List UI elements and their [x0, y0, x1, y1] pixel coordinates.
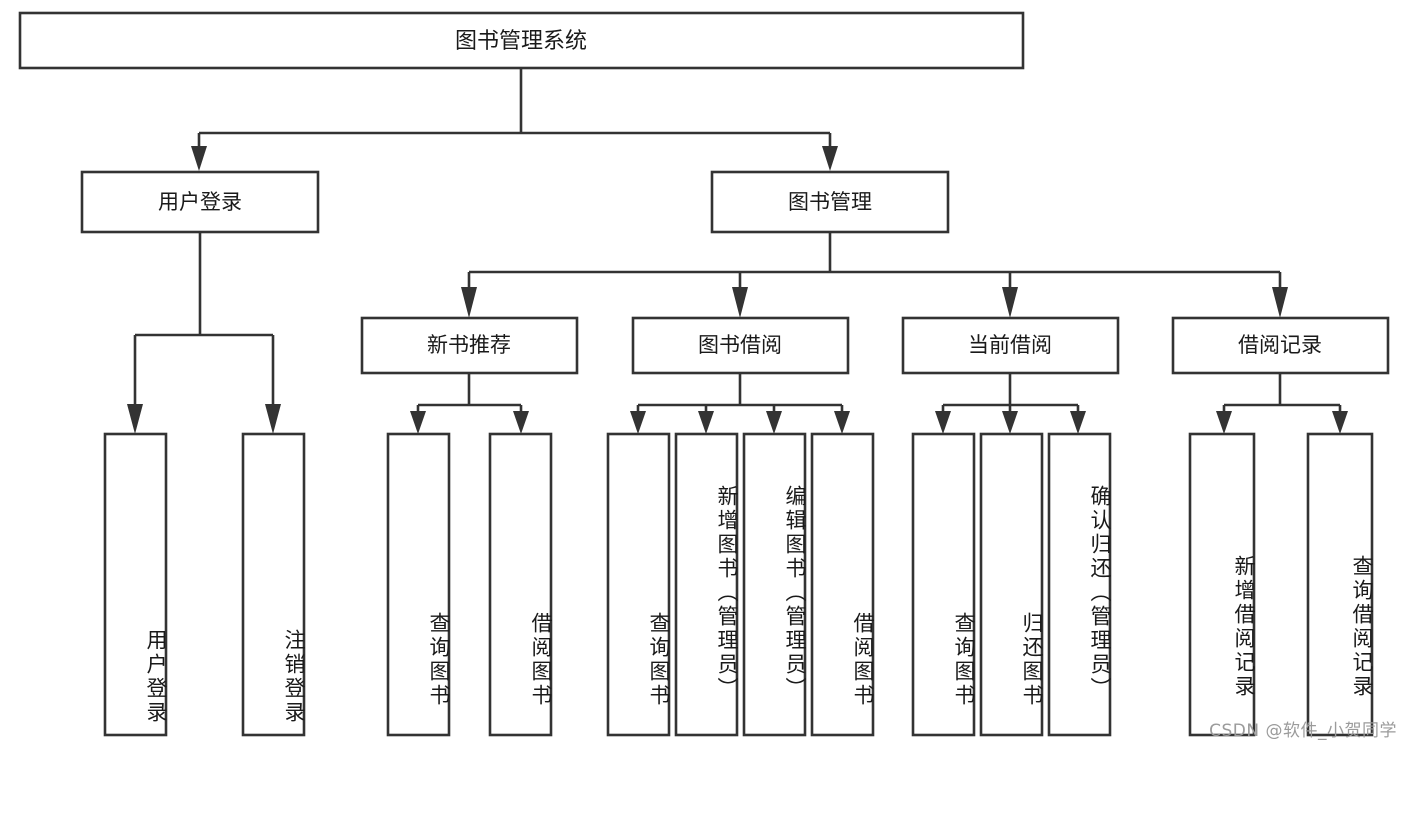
- leaf-box-query-book-a[interactable]: [386, 432, 451, 737]
- arrow-book-borrow: [732, 287, 748, 318]
- node-book-borrow[interactable]: 图书借阅: [631, 316, 850, 375]
- g2-arrow-1: [410, 411, 426, 434]
- leaf-box-add-borrow-record[interactable]: [1188, 432, 1256, 737]
- user-login-label: 用户登录: [158, 190, 242, 214]
- connector-group-borrow-record: [1216, 373, 1348, 434]
- leaf-node-add-borrow-record[interactable]: [1188, 432, 1256, 737]
- node-book-management[interactable]: 图书管理: [710, 170, 950, 234]
- book-management-box[interactable]: [710, 170, 950, 234]
- connector-root-to-level2: [191, 68, 838, 171]
- g2-arrow-2: [513, 411, 529, 434]
- leaf-box-user-login[interactable]: [103, 432, 168, 737]
- g4-arrow-2: [1002, 411, 1018, 434]
- leaf-node-logout[interactable]: [241, 432, 306, 737]
- borrow-record-box[interactable]: [1171, 316, 1390, 375]
- connector-group-user-login: [127, 232, 281, 434]
- leaf-node-return-book[interactable]: [979, 432, 1044, 737]
- leaf-node-confirm-return[interactable]: [1047, 432, 1112, 737]
- csdn-watermark: CSDN @软件_小贺同学: [1209, 721, 1397, 741]
- connector-group-new-book-recommend: [410, 373, 529, 434]
- g3-arrow-2: [698, 411, 714, 434]
- leaf-node-add-book[interactable]: [674, 432, 739, 737]
- g3-arrow-3: [766, 411, 782, 434]
- arrow-borrow-record: [1272, 287, 1288, 318]
- arrow-new-book-rec: [461, 287, 477, 318]
- connector-bookmgmt-to-level3: [461, 232, 1288, 318]
- node-borrow-record[interactable]: 借阅记录: [1171, 316, 1390, 375]
- leaf-box-confirm-return[interactable]: [1047, 432, 1112, 737]
- root-box[interactable]: [18, 11, 1025, 70]
- node-current-borrow[interactable]: 当前借阅: [901, 316, 1120, 375]
- g5-arrow-1: [1216, 411, 1232, 434]
- g1-arrow-2: [265, 404, 281, 434]
- g4-arrow-1: [935, 411, 951, 434]
- leaf-node-borrow-book-a[interactable]: [488, 432, 553, 737]
- leaf-node-borrow-book-b[interactable]: [810, 432, 875, 737]
- book-borrow-box[interactable]: [631, 316, 850, 375]
- root-label: 图书管理系统: [455, 29, 587, 54]
- flowchart-svg: 图书管理系统 用户登录 图书管理: [18, 11, 1390, 737]
- connector-group-book-borrow: [630, 373, 850, 434]
- g5-arrow-2: [1332, 411, 1348, 434]
- leaf-box-logout[interactable]: [241, 432, 306, 737]
- current-borrow-box[interactable]: [901, 316, 1120, 375]
- leaf-node-edit-book[interactable]: [742, 432, 807, 737]
- arrow-user-login: [191, 146, 207, 171]
- leaf-box-add-book[interactable]: [674, 432, 739, 737]
- g3-arrow-1: [630, 411, 646, 434]
- borrow-record-label: 借阅记录: [1238, 333, 1322, 357]
- node-user-login[interactable]: 用户登录: [80, 170, 320, 234]
- new-book-recommend-box[interactable]: [360, 316, 579, 375]
- book-borrow-label: 图书借阅: [698, 333, 782, 357]
- leaf-box-borrow-book-b[interactable]: [810, 432, 875, 737]
- leaf-box-query-book-b[interactable]: [606, 432, 671, 737]
- flowchart-canvas: 图书管理系统 用户登录 图书管理: [18, 11, 1397, 741]
- leaf-box-return-book[interactable]: [979, 432, 1044, 737]
- leaf-node-user-login[interactable]: [103, 432, 168, 737]
- g1-arrow-1: [127, 404, 143, 434]
- leaf-box-query-borrow-record[interactable]: [1306, 432, 1374, 737]
- arrow-book-mgmt: [822, 146, 838, 171]
- new-book-recommend-label: 新书推荐: [427, 333, 511, 357]
- g3-arrow-4: [834, 411, 850, 434]
- connector-group-current-borrow: [935, 373, 1086, 434]
- leaf-node-query-book-a[interactable]: [386, 432, 451, 737]
- leaf-box-edit-book[interactable]: [742, 432, 807, 737]
- current-borrow-label: 当前借阅: [968, 333, 1052, 357]
- g4-arrow-3: [1070, 411, 1086, 434]
- leaf-node-query-book-c[interactable]: [911, 432, 976, 737]
- leaf-node-query-book-b[interactable]: [606, 432, 671, 737]
- leaf-box-borrow-book-a[interactable]: [488, 432, 553, 737]
- book-management-label: 图书管理: [788, 190, 872, 214]
- arrow-current-borrow: [1002, 287, 1018, 318]
- leaf-box-query-book-c[interactable]: [911, 432, 976, 737]
- node-new-book-recommend[interactable]: 新书推荐: [360, 316, 579, 375]
- node-root[interactable]: 图书管理系统: [18, 11, 1025, 70]
- leaf-node-query-borrow-record[interactable]: [1306, 432, 1374, 737]
